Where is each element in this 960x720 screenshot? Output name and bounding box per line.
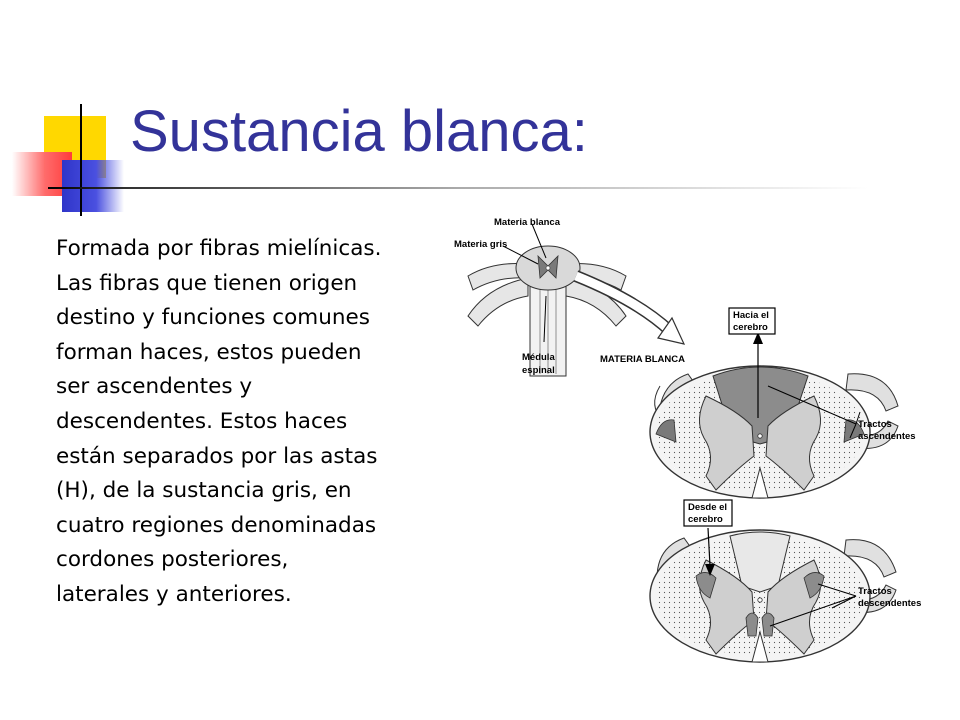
slide-title: Sustancia blanca: (130, 99, 588, 164)
body-line: laterales y anteriores. (56, 581, 292, 607)
body-line: cordones posteriores, (56, 547, 289, 573)
body-line: Las fibras que tienen origen (56, 270, 358, 296)
ascending-tracts-cross-section (649, 332, 899, 499)
label-descendentes: descendentes (858, 598, 921, 609)
body-line: ser ascendentes y (56, 374, 253, 400)
label-materia-gris: Materia gris (454, 239, 507, 250)
label-medula: Médula (522, 352, 555, 363)
label-hacia-el: Hacia el (733, 310, 769, 321)
label-ascendentes: ascendentes (858, 431, 916, 442)
spinal-cord-diagram: Materia blanca Materia gris Médula espin… (448, 206, 948, 676)
label-cerebro-2: cerebro (688, 514, 723, 525)
body-line: (H), de la sustancia gris, en (56, 478, 352, 504)
label-box-desde-el-cerebro (683, 499, 733, 527)
descending-tracts-cross-section (649, 527, 897, 663)
body-text: Formada por fibras mielínicas. Las fibra… (56, 232, 451, 613)
decor-blue-square (62, 160, 124, 212)
body-line: forman haces, estos pueden (56, 339, 362, 365)
body-line: descendentes. Estos haces (56, 408, 348, 434)
title-underline (48, 187, 868, 189)
label-tractos-desc: Tractos (858, 586, 892, 597)
label-box-hacia-el-cerebro (728, 307, 776, 335)
label-cerebro: cerebro (733, 322, 768, 333)
decor-vertical-line (80, 104, 82, 216)
body-line: destino y funciones comunes (56, 305, 370, 331)
body-line: cuatro regiones denominadas (56, 512, 377, 538)
body-line: están separados por las astas (56, 443, 378, 469)
label-espinal: espinal (522, 365, 555, 376)
label-materia-blanca-center: MATERIA BLANCA (600, 354, 685, 365)
label-tractos-asc: Tractos (858, 419, 892, 430)
label-materia-blanca: Materia blanca (494, 217, 561, 228)
body-line: Formada por fibras mielínicas. (56, 236, 382, 261)
label-desde-el: Desde el (688, 502, 727, 513)
small-spinal-cord-figure (467, 245, 627, 377)
